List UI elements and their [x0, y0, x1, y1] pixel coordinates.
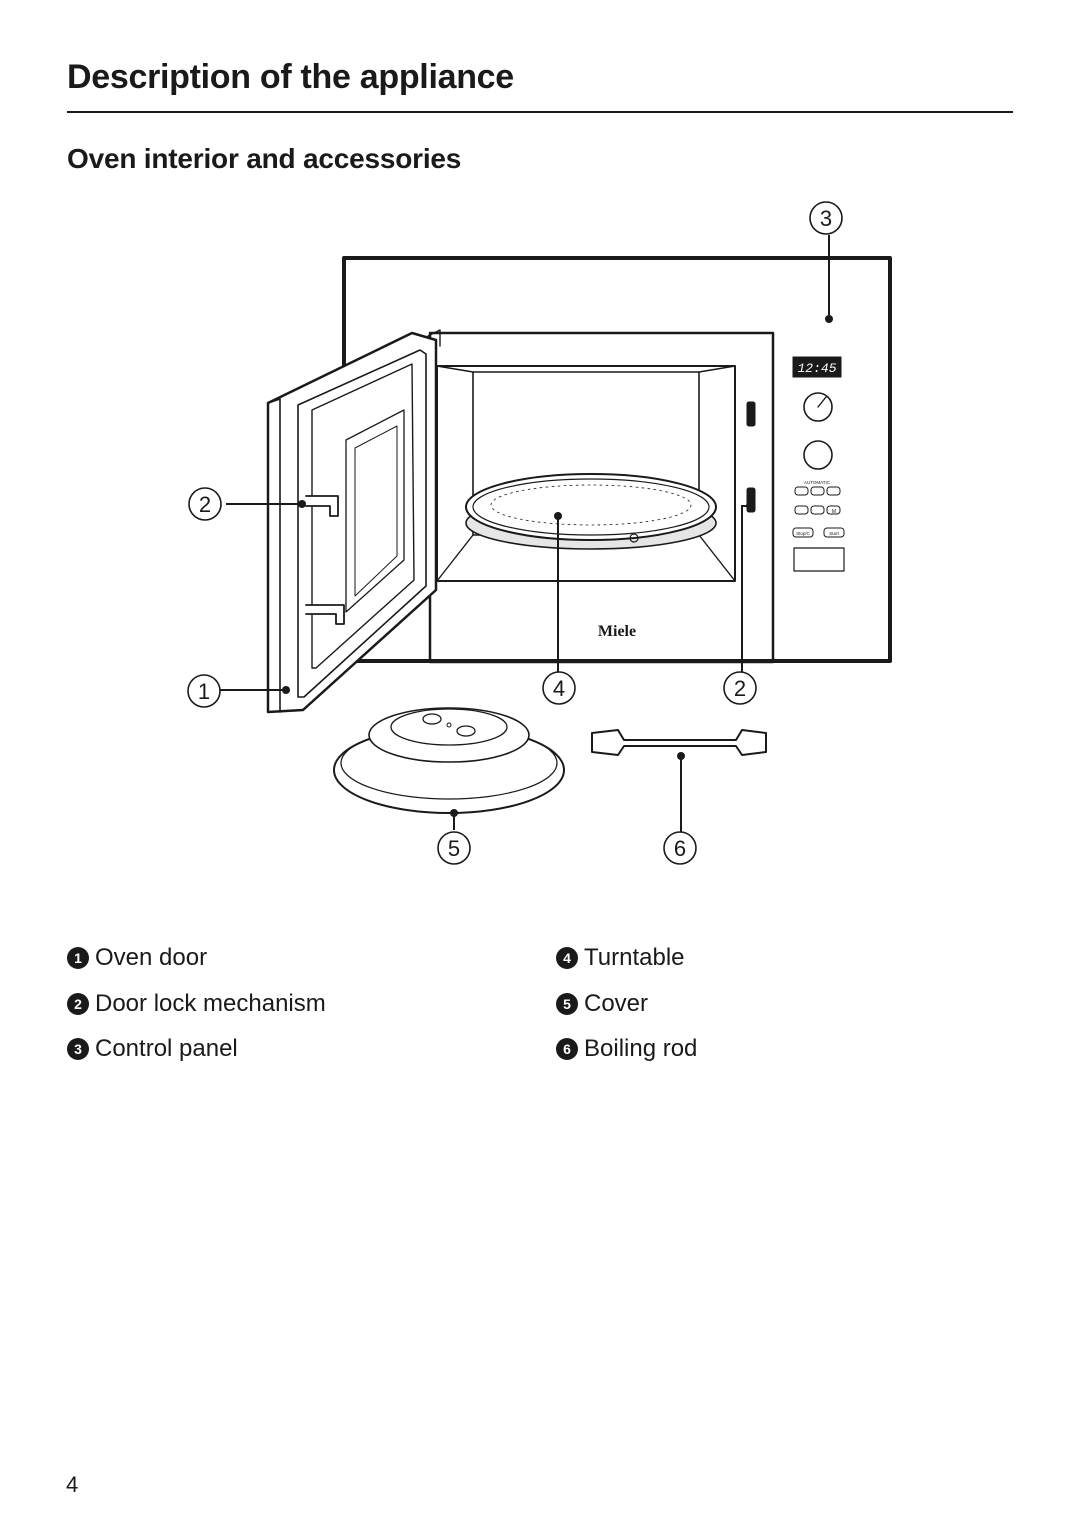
- leader-dots: [282, 315, 833, 817]
- legend-item-cover: 5 Cover: [556, 990, 648, 1018]
- legend-number: 4: [556, 947, 578, 969]
- callout-4: 4: [553, 676, 565, 701]
- legend-item-turntable: 4 Turntable: [556, 944, 685, 972]
- legend-item-door-lock: 2 Door lock mechanism: [67, 990, 326, 1018]
- legend-label: Control panel: [95, 1035, 238, 1062]
- callout-2-frame: 2: [734, 676, 746, 701]
- m-button-label: M: [832, 509, 836, 515]
- legend-item-control-panel: 3 Control panel: [67, 1035, 238, 1063]
- oven-door: [266, 329, 441, 714]
- callout-1: 1: [198, 679, 210, 704]
- legend-item-boiling-rod: 6 Boiling rod: [556, 1035, 697, 1063]
- control-panel: [792, 356, 845, 572]
- callout-circles: [187, 201, 843, 865]
- start-button-label: Start: [829, 531, 839, 536]
- leader-lines: [220, 235, 830, 832]
- legend-item-oven-door: 1 Oven door: [67, 944, 207, 972]
- title-rule: [67, 111, 1013, 113]
- cover: [333, 707, 565, 814]
- legend-number: 5: [556, 993, 578, 1015]
- appliance-diagram: 12:45 AUTOMATIC M Stop/C Start Miele 2 1…: [187, 201, 892, 865]
- callout-2-door: 2: [199, 492, 211, 517]
- latch-receiver-upper: [746, 401, 756, 427]
- legend-label: Boiling rod: [584, 1035, 698, 1062]
- callout-3: 3: [820, 206, 832, 231]
- section-title: Oven interior and accessories: [67, 143, 462, 174]
- legend-number: 6: [556, 1038, 578, 1060]
- callout-6: 6: [674, 836, 686, 861]
- legend-label: Oven door: [95, 944, 208, 971]
- legend-number: 1: [67, 947, 89, 969]
- door-hook-lower: [305, 604, 345, 625]
- legend-number: 3: [67, 1038, 89, 1060]
- callout-5: 5: [448, 836, 460, 861]
- brand-logo: Miele: [598, 623, 636, 640]
- automatic-label: AUTOMATIC: [804, 480, 831, 485]
- legend: 1 Oven door 2 Door lock mechanism 3 Cont…: [0, 940, 1080, 1080]
- display-time: 12:45: [797, 361, 836, 376]
- page-title: Description of the appliance: [67, 58, 514, 96]
- boiling-rod: [591, 729, 767, 756]
- legend-number: 2: [67, 993, 89, 1015]
- door-hook-upper: [305, 495, 339, 517]
- page-number: 4: [66, 1472, 79, 1497]
- legend-label: Turntable: [584, 944, 685, 971]
- stop-button-label: Stop/C: [796, 531, 811, 536]
- turntable: [465, 473, 717, 550]
- legend-label: Cover: [584, 990, 649, 1017]
- legend-label: Door lock mechanism: [95, 990, 326, 1017]
